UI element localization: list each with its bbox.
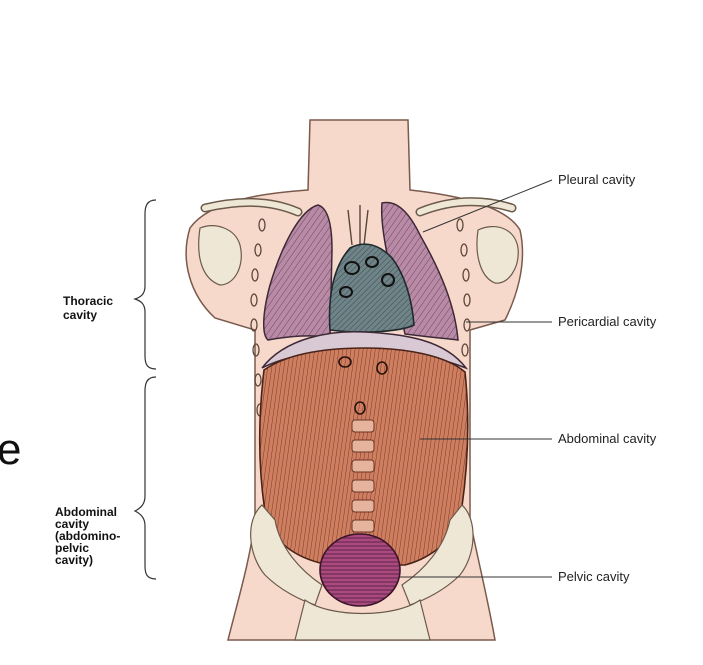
abdominopelvic-line-3: (abdomino- bbox=[55, 529, 120, 543]
abdominopelvic-line-4: pelvic bbox=[55, 541, 89, 555]
thoracic-brace bbox=[133, 199, 157, 370]
great-vessels bbox=[339, 256, 395, 298]
abdominopelvic-line-5: cavity) bbox=[55, 553, 93, 567]
right-humerus-head bbox=[476, 226, 519, 284]
pubic-region bbox=[294, 598, 431, 641]
stray-cropped-text: e bbox=[0, 425, 21, 474]
left-lung bbox=[263, 204, 333, 341]
label-pleural-cavity: Pleural cavity bbox=[558, 172, 636, 187]
pleural-leader bbox=[422, 179, 553, 233]
label-abdominopelvic-cavity: Abdominal cavity (abdomino- pelvic cavit… bbox=[55, 505, 124, 567]
vertebral-column bbox=[351, 419, 375, 533]
label-thoracic-cavity: Thoracic cavity bbox=[63, 294, 116, 322]
left-iliac-bone bbox=[250, 504, 323, 606]
thoracic-line-1: Thoracic bbox=[63, 294, 113, 308]
abdominopelvic-brace bbox=[133, 376, 157, 580]
label-abdominal-cavity: Abdominal cavity bbox=[558, 431, 657, 446]
pelvic-cavity bbox=[319, 533, 401, 607]
heart-pericardium bbox=[328, 243, 415, 333]
abdominopelvic-line-2: cavity bbox=[55, 517, 89, 531]
label-pericardial-cavity: Pericardial cavity bbox=[558, 314, 657, 329]
thoracic-line-2: cavity bbox=[63, 308, 97, 322]
abdominopelvic-line-1: Abdominal bbox=[55, 505, 117, 519]
trachea bbox=[347, 205, 369, 246]
abdominal-vessel-openings bbox=[338, 356, 388, 415]
left-humerus-head bbox=[198, 225, 242, 286]
left-clavicle-fill bbox=[202, 199, 301, 215]
right-clavicle-fill bbox=[417, 198, 515, 215]
right-iliac-bone bbox=[401, 504, 474, 606]
label-pelvic-cavity: Pelvic cavity bbox=[558, 569, 630, 584]
